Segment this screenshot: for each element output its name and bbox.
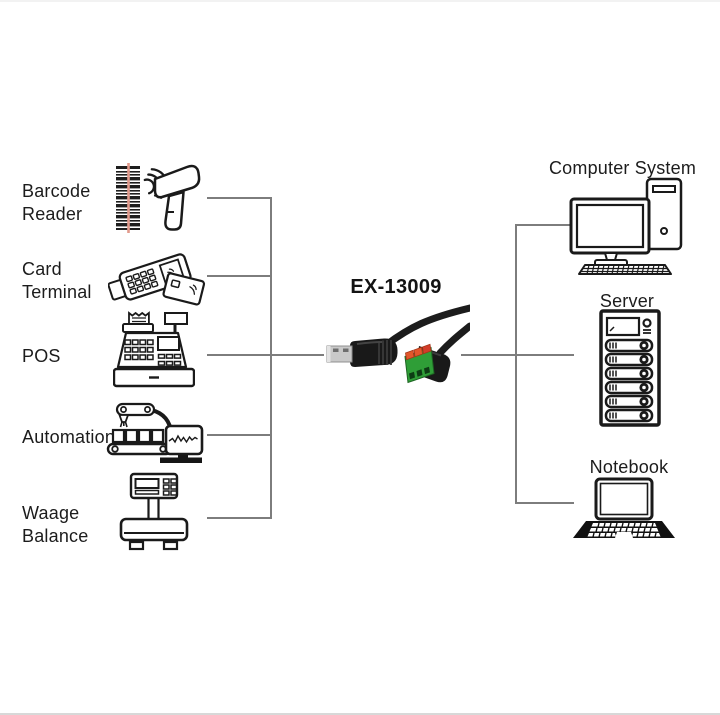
computer-system-connector-line (515, 224, 570, 226)
label-server: Server (599, 291, 655, 311)
robot-arm-conveyor-icon (106, 399, 204, 463)
label-notebook: Notebook (589, 457, 669, 477)
right-bus-vertical-line (515, 224, 517, 504)
weighing-scale-icon (117, 472, 191, 558)
desktop-computer-icon (567, 177, 685, 275)
label-computer-system: Computer System (548, 158, 697, 178)
card-terminal-icon (108, 242, 212, 310)
label-waage-balance: Waage Balance (22, 503, 89, 546)
product-model-label: EX-13009 (350, 276, 442, 298)
automation-connector-line (207, 434, 271, 436)
pos-to-cable-connector-line (207, 354, 324, 356)
pos-cash-register-icon (113, 310, 195, 388)
server-rack-icon (599, 309, 661, 427)
label-card-terminal: Card Terminal (22, 259, 92, 302)
usb-a-to-terminal-block-cable-photo (322, 301, 470, 403)
label-pos: POS (22, 346, 61, 366)
image-border-top (0, 0, 720, 2)
card-terminal-connector-line (207, 275, 271, 277)
barcode-reader-connector-line (207, 197, 271, 199)
barcode-reader-icon (110, 160, 202, 236)
cable-to-server-connector-line (461, 354, 574, 356)
waage-balance-connector-line (207, 517, 272, 519)
label-automation: Automation (22, 427, 116, 447)
notebook-connector-line (515, 502, 574, 504)
notebook-laptop-icon (572, 477, 676, 549)
image-border-bottom (0, 713, 720, 715)
left-bus-vertical-line (270, 197, 272, 519)
label-barcode-reader: Barcode Reader (22, 181, 91, 224)
